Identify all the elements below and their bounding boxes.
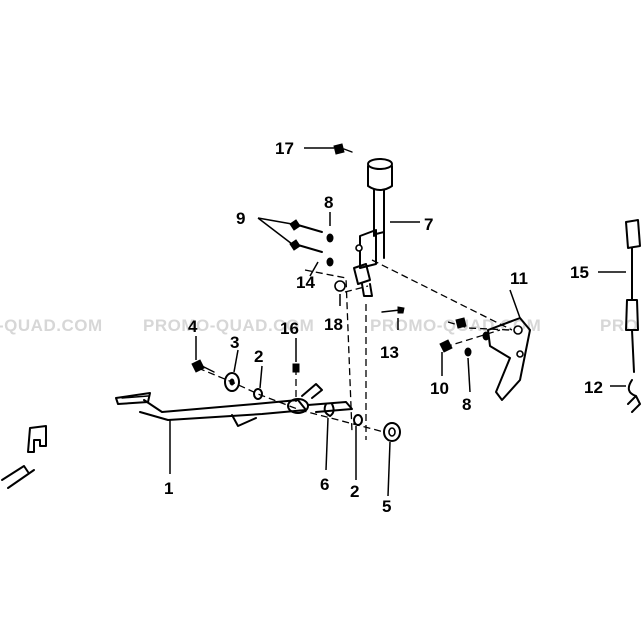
callout-18: 18 [324, 315, 343, 334]
callout-10: 10 [430, 379, 449, 398]
callout-8-lower: 8 [462, 395, 471, 414]
leader-lines [169, 147, 626, 497]
callout-15: 15 [570, 263, 589, 282]
callout-9: 9 [236, 209, 245, 228]
mounting-bracket [487, 317, 531, 401]
watermark: -QUAD.COM PROMO-QUAD.COM PROMO-QUAD.COM … [0, 316, 638, 335]
watermark-fragment-2: PROMO-QUAD.COM [143, 316, 314, 335]
brake-pedal [115, 383, 353, 427]
callout-13: 13 [380, 343, 399, 362]
callout-4: 4 [188, 317, 198, 336]
master-cylinder [353, 158, 393, 297]
callout-16: 16 [280, 319, 299, 338]
callouts: 17 8 7 9 11 15 14 18 13 4 3 2 16 10 8 12… [164, 139, 603, 516]
watermark-fragment-1: -QUAD.COM [0, 316, 103, 335]
callout-14: 14 [296, 273, 315, 292]
callout-12: 12 [584, 378, 603, 397]
callout-8-upper: 8 [324, 193, 333, 212]
callout-7: 7 [424, 215, 433, 234]
callout-3: 3 [230, 333, 239, 352]
spring-clip [627, 379, 641, 413]
front-arrow-icon [1, 425, 47, 489]
fasteners [191, 143, 490, 442]
assembly-lines [197, 259, 513, 440]
callout-1: 1 [164, 479, 173, 498]
callout-11: 11 [510, 269, 528, 288]
callout-5: 5 [382, 497, 391, 516]
callout-2-right: 2 [350, 482, 359, 501]
callout-2-left: 2 [254, 347, 263, 366]
callout-17: 17 [275, 139, 294, 158]
brake-switch [625, 219, 641, 373]
callout-6: 6 [320, 475, 329, 494]
